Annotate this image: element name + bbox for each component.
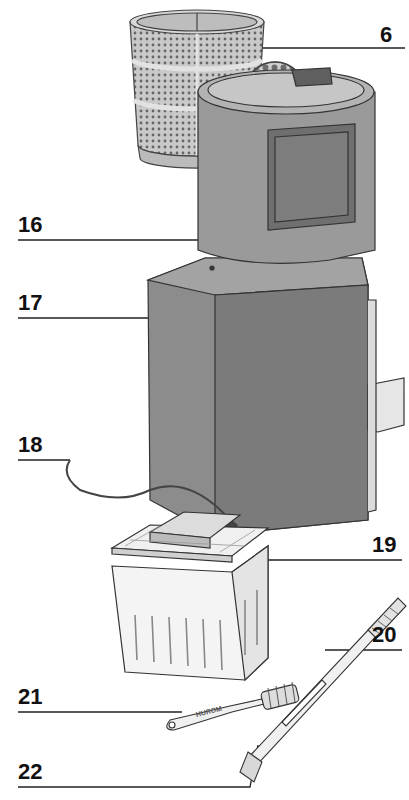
callout-number: 19 bbox=[372, 534, 396, 556]
juicing-chamber bbox=[198, 68, 375, 270]
callout-number: 16 bbox=[18, 214, 42, 236]
leader-lines bbox=[18, 48, 405, 787]
callout-number: 18 bbox=[18, 434, 42, 456]
callout-number: 6 bbox=[380, 24, 392, 46]
basket-lid bbox=[112, 512, 268, 562]
brand-mark: HUROM bbox=[195, 705, 222, 718]
power-cord bbox=[67, 460, 230, 520]
long-brush bbox=[240, 598, 406, 782]
callout-number: 17 bbox=[18, 292, 42, 314]
callout-number: 22 bbox=[18, 761, 42, 783]
cleaning-brush bbox=[167, 682, 300, 730]
callout-number: 21 bbox=[18, 686, 42, 708]
juice-basket bbox=[112, 546, 268, 680]
callout-number: 20 bbox=[372, 624, 396, 646]
juicer-body bbox=[148, 258, 404, 535]
